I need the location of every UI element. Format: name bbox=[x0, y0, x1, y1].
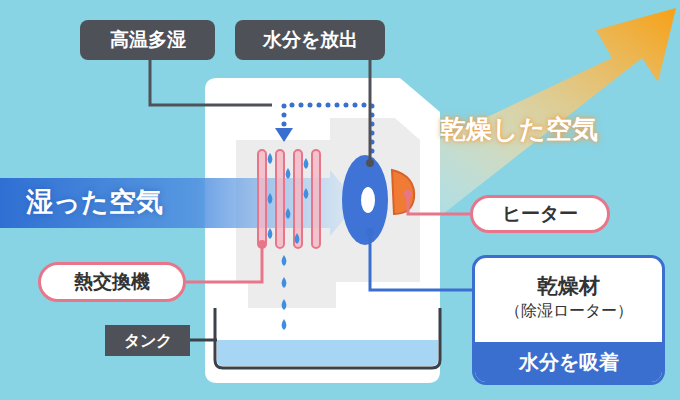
leader-dot bbox=[366, 228, 374, 236]
exchanger-tube bbox=[294, 150, 302, 248]
airflow-label: 乾燥した空気 bbox=[440, 112, 598, 147]
leader-dot bbox=[366, 159, 374, 167]
callout-box: 水分を放出 bbox=[235, 20, 385, 60]
water-drop bbox=[268, 193, 273, 204]
water-drop bbox=[282, 255, 287, 266]
rotor-hub bbox=[361, 187, 375, 213]
water-drop bbox=[286, 208, 291, 219]
water-drop bbox=[304, 158, 309, 169]
leader-line bbox=[190, 339, 217, 342]
exchanger-tube bbox=[312, 150, 320, 248]
callout-box: 高温多湿 bbox=[80, 20, 215, 60]
humid-air-arrowhead bbox=[275, 128, 293, 142]
desiccant-box: 乾燥材（除湿ローター） 水分を吸着 bbox=[472, 255, 665, 385]
exchanger-tube bbox=[258, 150, 266, 248]
node-title: タンク bbox=[124, 330, 172, 352]
tank-water bbox=[217, 340, 438, 366]
machine-body bbox=[205, 78, 440, 383]
node-title: ヒーター bbox=[502, 201, 578, 227]
water-tank bbox=[215, 308, 440, 368]
humid-air-arrow bbox=[0, 170, 358, 236]
water-drop bbox=[295, 233, 300, 244]
leader-line bbox=[369, 60, 372, 160]
leader-dot bbox=[404, 190, 412, 198]
leader-line bbox=[370, 232, 472, 290]
function-band: 水分を吸着 bbox=[475, 342, 662, 382]
water-drop bbox=[282, 277, 287, 288]
node-title: 水分を放出 bbox=[263, 27, 358, 53]
callout-box: ヒーター bbox=[470, 195, 610, 233]
leader-line bbox=[150, 60, 272, 105]
desiccant-rotor bbox=[342, 155, 388, 245]
water-drop bbox=[282, 319, 287, 330]
leader-dot bbox=[258, 240, 266, 248]
exchanger-tube bbox=[276, 150, 284, 248]
water-drop bbox=[282, 299, 287, 310]
water-drop bbox=[304, 188, 309, 199]
water-drop bbox=[286, 168, 291, 179]
node-title: 水分を吸着 bbox=[519, 349, 619, 376]
water-drops bbox=[268, 153, 309, 330]
water-drop bbox=[268, 228, 273, 239]
heater bbox=[392, 170, 414, 214]
node-subtitle: （除湿ローター） bbox=[505, 300, 633, 322]
water-drop bbox=[268, 153, 273, 164]
humid-air-path bbox=[284, 105, 372, 160]
airflow-label: 湿った空気 bbox=[26, 184, 163, 220]
node-title: 熱交換機 bbox=[74, 269, 150, 295]
node-title: 乾燥材 bbox=[537, 272, 600, 300]
leader-line bbox=[186, 244, 262, 282]
heat-exchanger bbox=[258, 150, 320, 248]
callout-box: タンク bbox=[105, 325, 190, 356]
node-title: 高温多湿 bbox=[110, 27, 186, 53]
callout-box: 熱交換機 bbox=[38, 262, 186, 302]
leader-line bbox=[408, 194, 470, 214]
